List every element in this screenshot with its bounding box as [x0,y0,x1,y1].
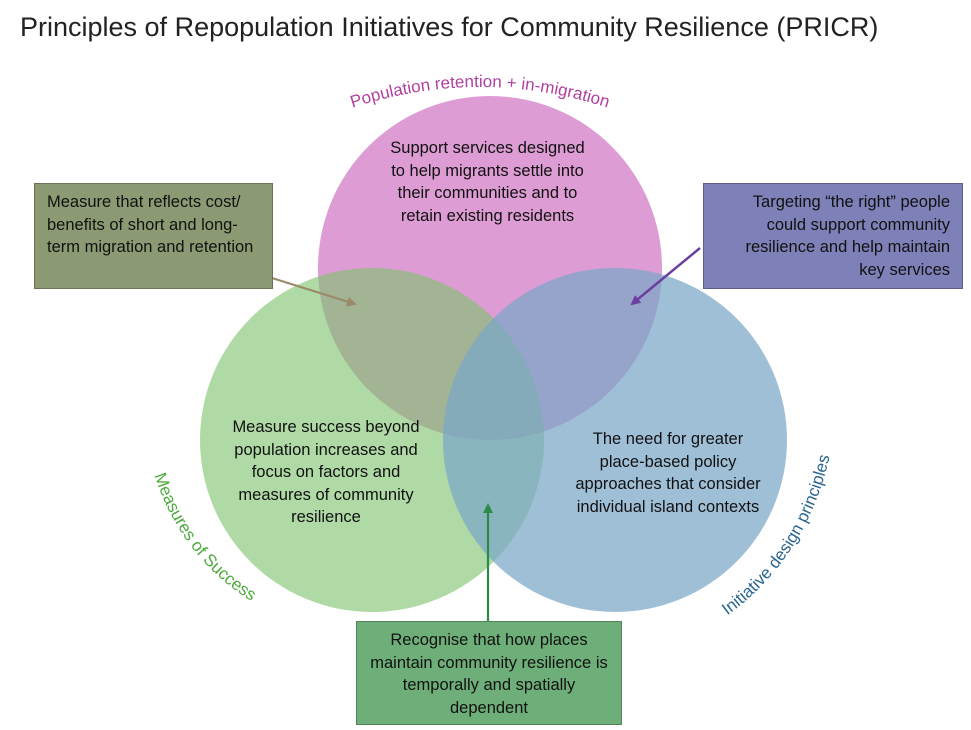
circle-measures-of-success [200,268,544,612]
diagram-title: Principles of Repopulation Initiatives f… [20,12,879,42]
callout-cost-benefits: Measure that reflects cost/ benefits of … [34,183,273,289]
callout-temporal-spatial: Recognise that how places maintain commu… [356,621,622,725]
arrow-top-left [271,276,357,307]
right-circle-text: The need for greater place-based policy … [575,430,761,516]
top-circle-text: Support services designed to help migran… [390,139,585,225]
left-circle-text: Measure success beyond population increa… [232,418,420,526]
circle-initiative-design [443,268,787,612]
callout-targeting-right-people: Targeting “the right” people could suppo… [703,183,963,289]
arrow-top-right [630,247,701,306]
